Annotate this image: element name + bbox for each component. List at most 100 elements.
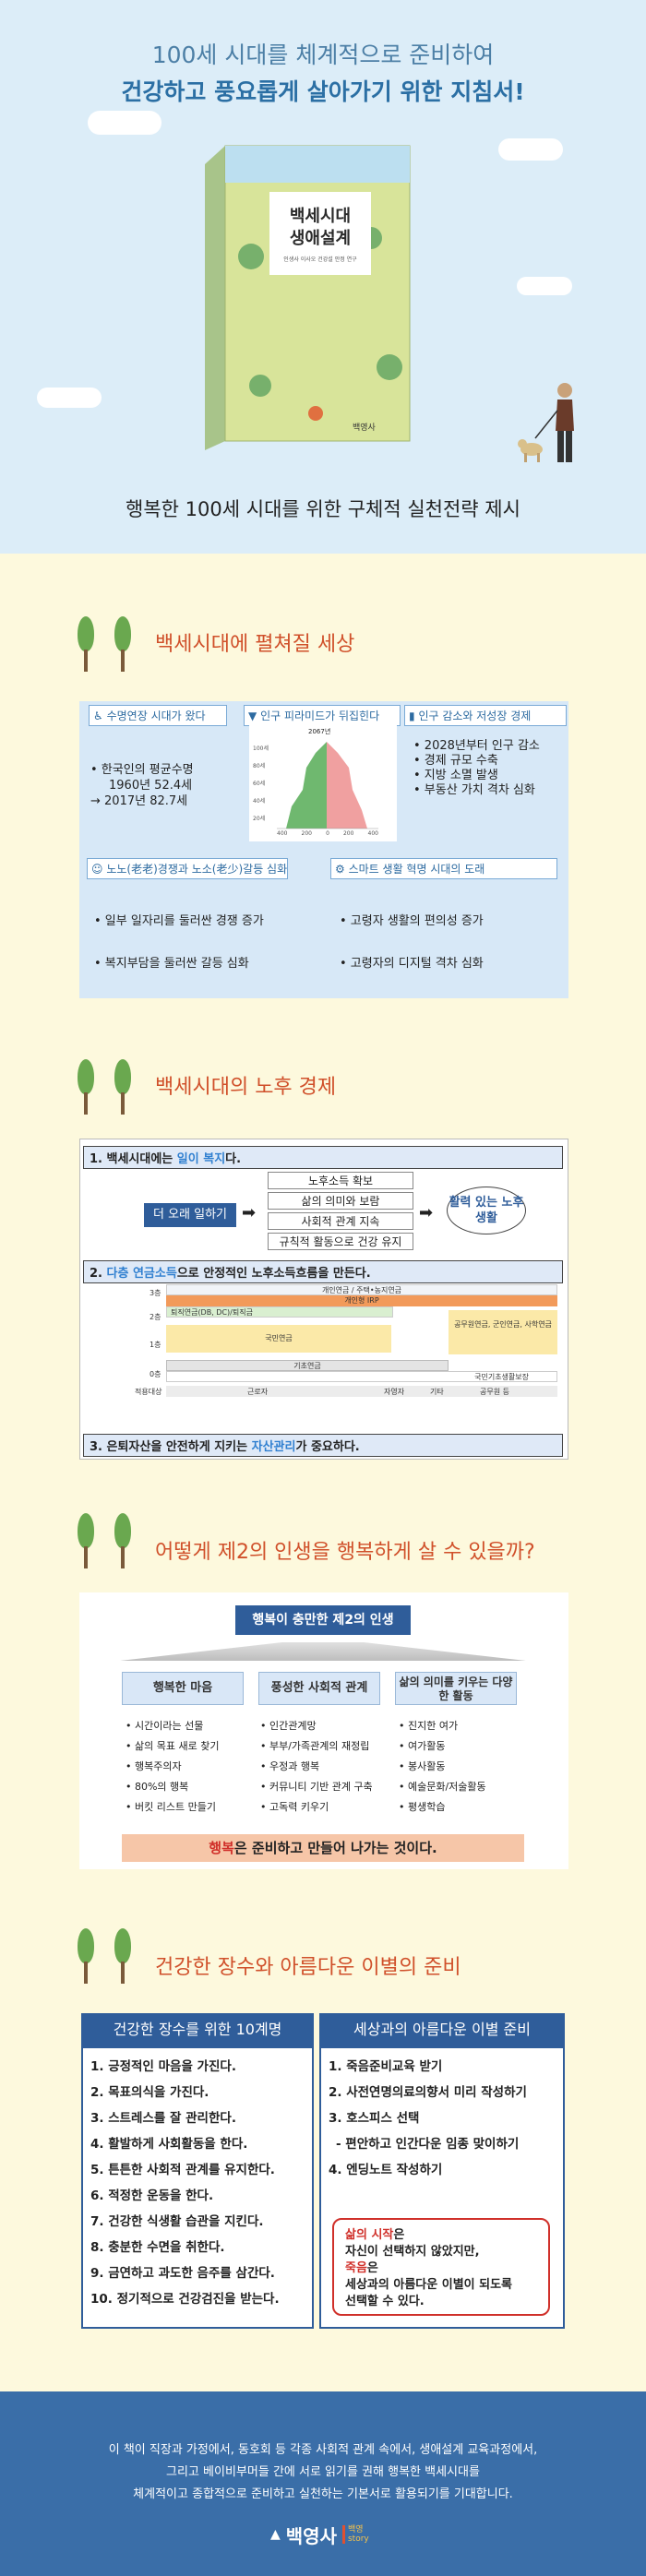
- row1-highlight: 일이 복지: [176, 1152, 226, 1166]
- pyr-x-4: 200: [342, 830, 354, 837]
- second-life-top: 행복이 충만한 제2의 인생: [235, 1605, 411, 1635]
- panel-elderly-conflict: ☺ 노노(老老)경쟁과 노소(老少)갈등 심화 • 일부 일자리를 둘러싼 경쟁…: [83, 858, 317, 995]
- list-item: • 삶의 목표 새로 찾기: [126, 1740, 220, 1752]
- hero-line2: 건강하고 풍요롭게 살아가기 위한 지침서!: [121, 78, 525, 105]
- pyr-tick-20: 20세: [253, 816, 266, 822]
- row3-end: 가 중요하다.: [295, 1440, 360, 1454]
- hero-banner: 100세 시대를 체계적으로 준비하여 건강하고 풍요롭게 살아가기 위한 지침…: [0, 0, 646, 554]
- tier-1: 1층: [150, 1341, 162, 1349]
- conflict-line2: • 복지부담을 둘러싼 갈등 심화: [94, 957, 249, 971]
- targets-label: 적용대상: [135, 1388, 162, 1396]
- logo-story: 백영story: [341, 2525, 376, 2544]
- list-item: • 평생학습: [399, 1801, 446, 1813]
- benefit-2: 삶의 의미와 보람: [268, 1192, 413, 1210]
- list-item: • 인간관계망: [260, 1720, 317, 1732]
- pyr-tick-60: 60세: [253, 781, 266, 787]
- pyr-tick-40: 40세: [253, 798, 266, 805]
- panel-decline-head: 인구 감소와 저성장 경제: [418, 710, 532, 722]
- list-item: 6. 적정한 운동을 한다.: [90, 2188, 214, 2203]
- list-item: • 봉사활동: [399, 1760, 446, 1772]
- mountain-icon: ▲: [270, 2527, 281, 2542]
- decline-line4: • 부동산 가치 격차 심화: [413, 783, 535, 797]
- quote-red2: 죽음: [345, 2261, 367, 2275]
- work-longer-box: 더 오래 일하기: [144, 1203, 236, 1227]
- benefit-3: 사회적 관계 지속: [268, 1212, 413, 1230]
- arrow-right-icon: ➡: [242, 1203, 257, 1222]
- pyr-x-2: 200: [301, 830, 312, 837]
- economy-row2: 2. 다층 연금소득으로 안정적인 노후소득흐름을 만든다.: [83, 1260, 563, 1283]
- economy-row3: 3. 은퇴자산을 안전하게 지키는 자산관리가 중요하다.: [83, 1434, 563, 1457]
- list-item: 1. 긍정적인 마음을 가진다.: [90, 2059, 236, 2074]
- list-item: • 여가활동: [399, 1740, 446, 1752]
- list-item: - 편안하고 인간다운 임종 맞이하기: [336, 2137, 520, 2152]
- list-item: 4. 활발하게 사회활동을 한다.: [90, 2137, 248, 2152]
- target-other: 기타: [430, 1388, 444, 1396]
- hero-caption: 행복한 100세 시대를 위한 구체적 실천전략 제시: [126, 498, 520, 520]
- row2-text: 2.: [90, 1267, 107, 1281]
- benefit-1: 노후소득 확보: [268, 1172, 413, 1189]
- longevity-line3: → 2017년 82.7세: [90, 794, 188, 808]
- footer-line3: 체계적이고 종합적으로 준비하고 실천하는 기본서로 활용되기를 기대합니다.: [133, 2487, 513, 2501]
- tier-2: 2층: [150, 1313, 162, 1321]
- quote-t1: 은: [393, 2228, 405, 2242]
- footer-text: 이 책이 직장과 가정에서, 동호회 등 각종 사회적 관계 속에서, 생애설계…: [28, 2439, 618, 2506]
- quote-red1: 삶의 시작: [345, 2228, 394, 2242]
- smart-line1: • 고령자 생활의 편의성 증가: [340, 914, 484, 928]
- list-item: 3. 스트레스를 잘 관리한다.: [90, 2111, 236, 2126]
- pyr-tick-80: 80세: [253, 763, 266, 769]
- footer-line1: 이 책이 직장과 가정에서, 동호회 등 각종 사회적 관계 속에서, 생애설계…: [108, 2443, 538, 2457]
- list-item: • 80%의 행복: [126, 1781, 189, 1793]
- ten-rules-head: 건강한 장수를 위한 10계명: [81, 2013, 314, 2046]
- panel-population-decline: ▮ 인구 감소와 저성장 경제 • 2028년부터 인구 감소 • 경제 규모 …: [404, 705, 567, 845]
- cat-happy-mind: 행복한 마음: [122, 1672, 244, 1705]
- pension-public: 공무원연금, 군인연금, 사학연금: [449, 1310, 557, 1354]
- row2-end: 으로 안정적인 노후소득흐름을 만든다.: [176, 1267, 371, 1281]
- happiness-text: 은 준비하고 만들어 나가는 것이다.: [233, 1840, 437, 1856]
- pension-irp: 개인형 IRP: [166, 1295, 557, 1306]
- quote-t3: 은: [366, 2261, 378, 2275]
- target-civil: 공무원 등: [480, 1388, 509, 1396]
- target-workers: 근로자: [247, 1388, 269, 1396]
- farewell-head: 세상과의 아름다운 이별 준비: [319, 2013, 565, 2046]
- activities-list: • 진지한 여가 • 여가활동 • 봉사활동 • 예술문화/저술활동 • 평생학…: [399, 1716, 486, 1818]
- panel-smart-head: 스마트 생활 혁명 시대의 도래: [348, 863, 485, 876]
- section4-title: 건강한 장수와 아름다운 이별의 준비: [155, 1956, 461, 1979]
- people-icon: ☺: [91, 863, 103, 876]
- publisher-logo: ▲ 백영사 백영story: [240, 2521, 406, 2548]
- book-cover: 백세시대 생애설계 인생사 이사오 건강설 안정 연구 백영사: [205, 137, 426, 450]
- list-item: 4. 엔딩노트 작성하기: [329, 2163, 443, 2177]
- pyramid-icon: ▼: [248, 710, 257, 722]
- list-item: 10. 정기적으로 건강검진을 받는다.: [90, 2292, 280, 2307]
- pension-tier-chart: 3층 2층 1층 0층 개인연금 / 주택•농지연금 개인형 IRP 퇴직연금(…: [83, 1284, 563, 1413]
- row1-end: 다.: [225, 1152, 242, 1166]
- row3-highlight: 자산관리: [251, 1440, 296, 1454]
- longevity-line2: 1960년 52.4세: [109, 779, 193, 793]
- section-world: 백세시대에 펼쳐질 세상 ♿ 수명연장 시대가 왔다 • 한국인의 평균수명 1…: [0, 554, 646, 1015]
- happy-mind-list: • 시간이라는 선물 • 삶의 목표 새로 찾기 • 행복주의자 • 80%의 …: [126, 1716, 219, 1818]
- row2-highlight: 다층 연금소득: [106, 1267, 177, 1281]
- list-item: • 버킷 리스트 만들기: [126, 1801, 216, 1813]
- panel-conflict-head: 노노(老老)경쟁과 노소(老少)갈등 심화: [106, 863, 288, 876]
- happiness-word: 행복: [209, 1840, 234, 1856]
- quote-t5: 선택할 수 있다.: [345, 2295, 425, 2308]
- book-publisher: 백영사: [353, 423, 376, 433]
- list-item: • 진지한 여가: [399, 1720, 459, 1732]
- economy-row1: 1. 백세시대에는 일이 복지다.: [83, 1146, 563, 1169]
- list-item: 1. 죽음준비교육 받기: [329, 2059, 443, 2074]
- panel-pyramid-head: 인구 피라미드가 뒤집힌다: [260, 710, 380, 722]
- list-item: 7. 건강한 식생활 습관을 지킨다.: [90, 2214, 264, 2229]
- list-item: • 우정과 행복: [260, 1760, 320, 1772]
- gear-icon: ⚙: [335, 863, 345, 876]
- pension-national: 국민연금: [166, 1325, 391, 1353]
- row1-text: 1. 백세시대에는: [90, 1152, 177, 1166]
- list-item: • 고독력 키우기: [260, 1801, 329, 1813]
- decline-line3: • 지방 소멸 발생: [413, 769, 498, 782]
- panel-pyramid: ▼ 인구 피라미드가 뒤집힌다 2067년 100세 80세 60세 40세 2…: [244, 705, 401, 845]
- ten-rules-card: 건강한 장수를 위한 10계명 1. 긍정적인 마음을 가진다. 2. 목표의식…: [81, 2013, 314, 2329]
- panel-longevity-head: 수명연장 시대가 왔다: [106, 710, 206, 722]
- row3-text: 3. 은퇴자산을 안전하게 지키는: [90, 1440, 252, 1454]
- farewell-list: 1. 죽음준비교육 받기 2. 사전연명의료의향서 미리 작성하기 3. 호스피…: [329, 2054, 527, 2183]
- bar-chart-icon: ▮: [409, 710, 415, 722]
- list-item: • 예술문화/저술활동: [399, 1781, 486, 1793]
- pension-retire: 퇴직연금(DB, DC)/퇴직금: [166, 1306, 393, 1318]
